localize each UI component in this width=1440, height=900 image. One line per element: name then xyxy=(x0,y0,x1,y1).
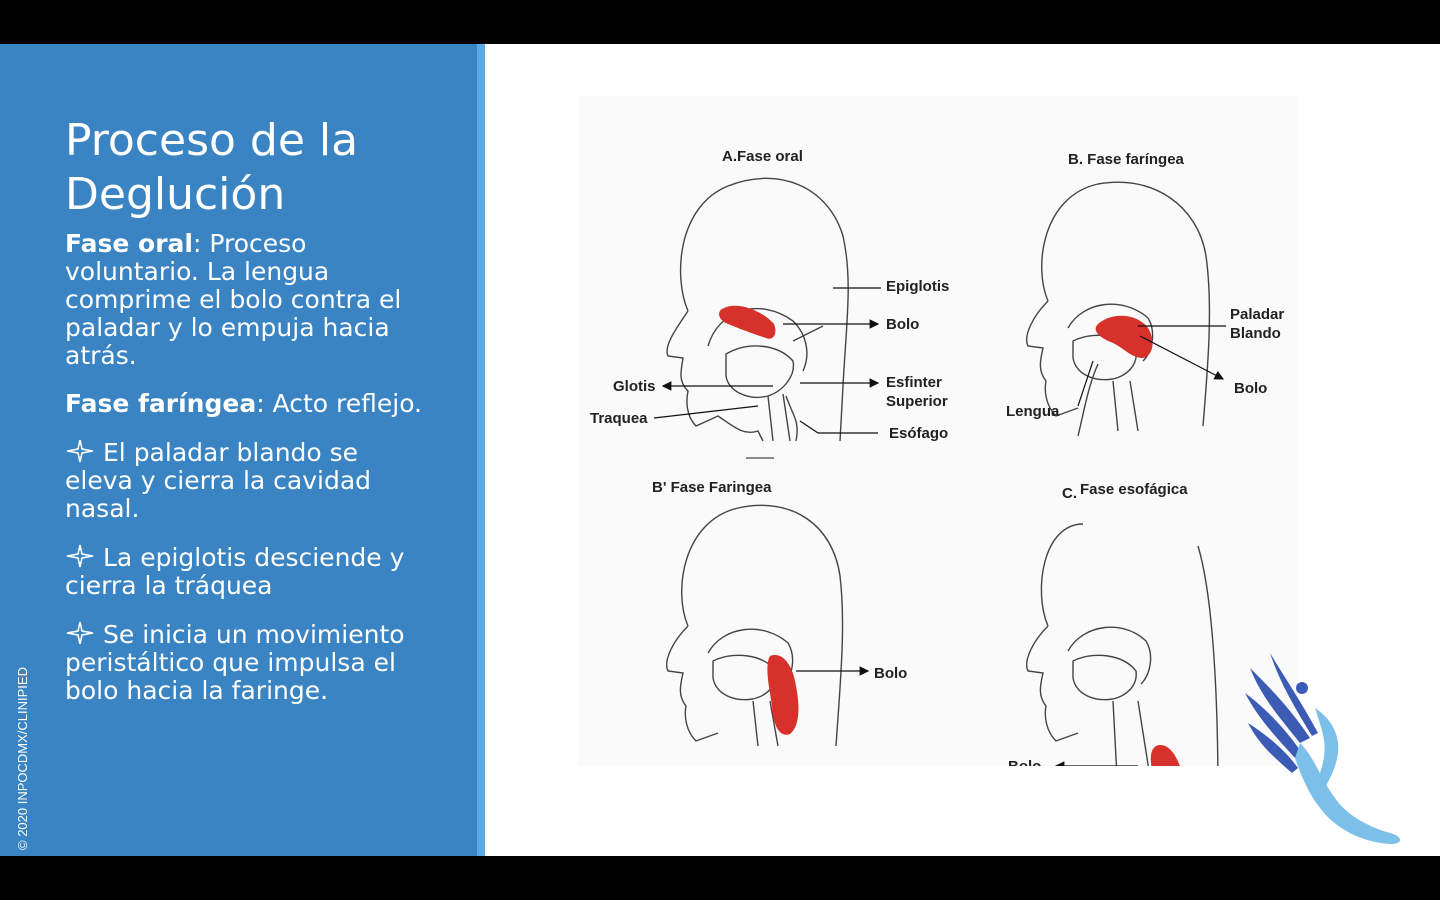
panel-esophageal-phase: C. Fase esofágica Bolo xyxy=(1008,481,1219,766)
bullet-item: La epiglotis desciende y cierra la tráqu… xyxy=(65,543,425,600)
pharyngeal-phase-text: : Acto reflejo. xyxy=(256,389,422,418)
text-panel: Proceso de la Deglución Fase oral: Proce… xyxy=(0,44,477,856)
oral-phase-heading: Fase oral xyxy=(65,229,193,258)
oral-phase-paragraph: Fase oral: Proceso voluntario. La lengua… xyxy=(65,230,425,370)
accent-stripe xyxy=(477,44,485,856)
bullet-item: El paladar blando se eleva y cierra la c… xyxy=(65,438,425,523)
four-point-star-icon xyxy=(66,621,94,645)
letterbox-bottom xyxy=(0,856,1440,900)
bullet-text: El paladar blando se eleva y cierra la c… xyxy=(65,438,372,523)
label-epiglotis: Epiglotis xyxy=(886,278,949,295)
label-esfinter: Esfinter xyxy=(886,374,942,391)
label-bolo-b2: Bolo xyxy=(874,665,907,682)
bolus-shape xyxy=(767,655,799,735)
four-point-star-icon xyxy=(66,439,94,463)
bullet-text: La epiglotis desciende y cierra la tráqu… xyxy=(65,543,405,600)
label-paladar: Paladar xyxy=(1230,306,1284,323)
label-lengua: Lengua xyxy=(1006,403,1060,420)
slide-body: Fase oral: Proceso voluntario. La lengua… xyxy=(65,230,425,725)
label-bolo-c: Bolo xyxy=(1008,758,1041,766)
bolus-shape xyxy=(1150,745,1180,766)
bolus-shape xyxy=(719,305,776,339)
label-glotis: Glotis xyxy=(613,378,656,395)
panel-b2-title: B' Fase Faringea xyxy=(652,479,772,496)
panel-oral-phase: A.Fase oral Epiglotis Bolo xyxy=(590,148,949,442)
bullet-text: Se inicia un movimiento peristáltico que… xyxy=(65,620,405,705)
panel-b-title: B. Fase faríngea xyxy=(1068,151,1185,168)
panel-pharyngeal-phase: B. Fase faríngea Paladar Blando Bolo Len… xyxy=(1006,151,1284,437)
bullet-item: Se inicia un movimiento peristáltico que… xyxy=(65,620,425,705)
oral-phase-text: : Proceso voluntario. La lengua comprime… xyxy=(65,229,402,370)
label-bolo-b: Bolo xyxy=(1234,380,1267,397)
label-superior: Superior xyxy=(886,393,948,410)
panel-c-title: Fase esofágica xyxy=(1080,481,1188,498)
four-point-star-icon xyxy=(66,544,94,568)
label-traquea: Traquea xyxy=(590,410,648,427)
panel-pharyngeal-phase-2: B' Fase Faringea Bolo xyxy=(652,479,907,747)
winged-foot-logo xyxy=(1245,653,1401,844)
slide-title: Proceso de la Deglución xyxy=(65,115,359,220)
panel-a-title: A.Fase oral xyxy=(722,148,803,165)
presentation-slide: Proceso de la Deglución Fase oral: Proce… xyxy=(0,44,1440,856)
pharyngeal-phase-heading: Fase faríngea xyxy=(65,389,257,418)
label-blando: Blando xyxy=(1230,325,1281,342)
pharyngeal-phase-paragraph: Fase faríngea: Acto reflejo. xyxy=(65,390,425,418)
label-esofago: Esófago xyxy=(889,425,948,442)
copyright-notice: © 2020 INPOCDMX/CLINIPIED xyxy=(15,667,30,850)
letterbox-top xyxy=(0,0,1440,44)
swallowing-diagram: A.Fase oral Epiglotis Bolo xyxy=(578,96,1298,766)
label-bolo: Bolo xyxy=(886,316,919,333)
panel-c-prefix: C. xyxy=(1062,485,1077,502)
